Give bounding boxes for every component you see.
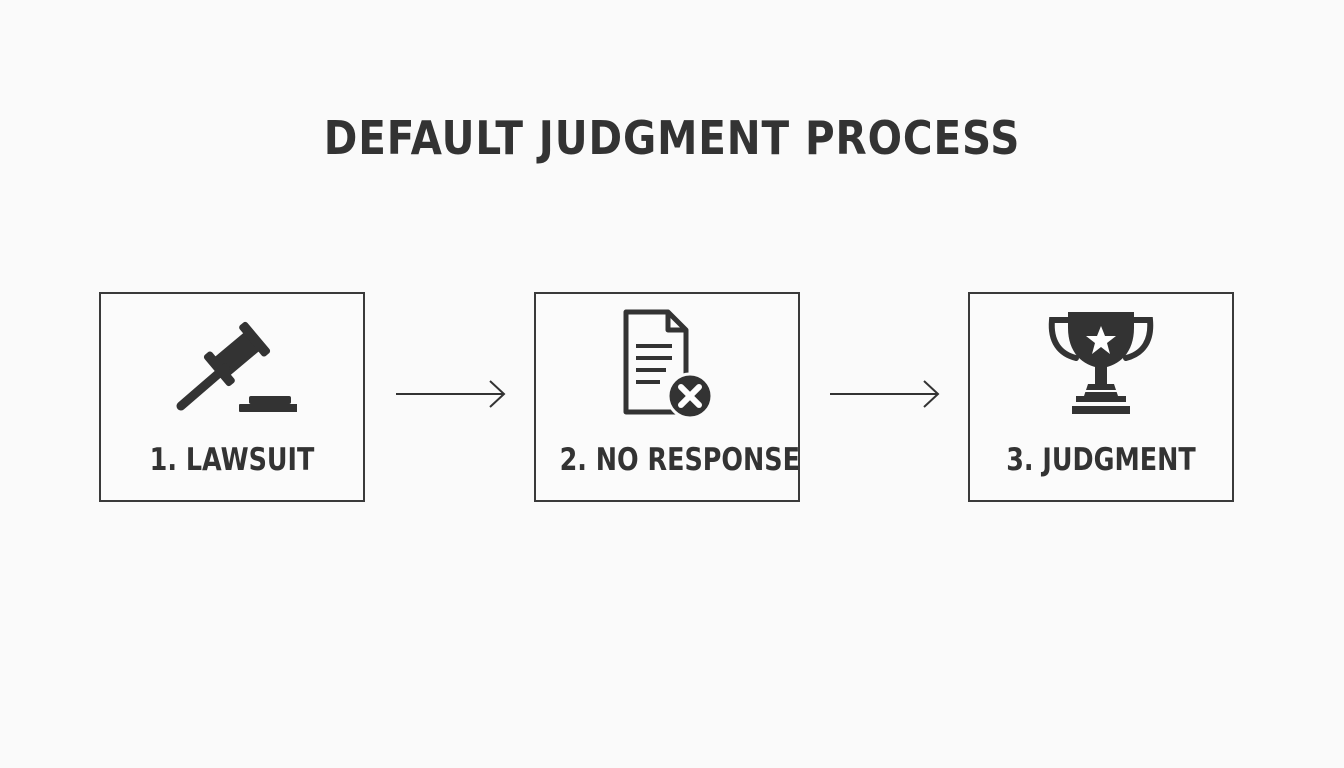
document-x-icon bbox=[623, 309, 714, 420]
arrow-right-icon bbox=[830, 380, 940, 408]
step-label: 2. NO RESPONSE bbox=[559, 442, 800, 478]
step-no-response: 2. NO RESPONSE bbox=[534, 292, 800, 502]
step-judgment: 3. JUDGMENT bbox=[968, 292, 1234, 502]
step-lawsuit: 1. LAWSUIT bbox=[99, 292, 365, 502]
arrow-right-icon bbox=[396, 380, 506, 408]
step-label: 3. JUDGMENT bbox=[1006, 442, 1196, 478]
step-label: 1. LAWSUIT bbox=[149, 442, 315, 478]
gavel-icon bbox=[176, 321, 297, 412]
diagram-title: DEFAULT JUDGMENT PROCESS bbox=[323, 111, 1021, 165]
trophy-icon bbox=[1048, 312, 1154, 414]
